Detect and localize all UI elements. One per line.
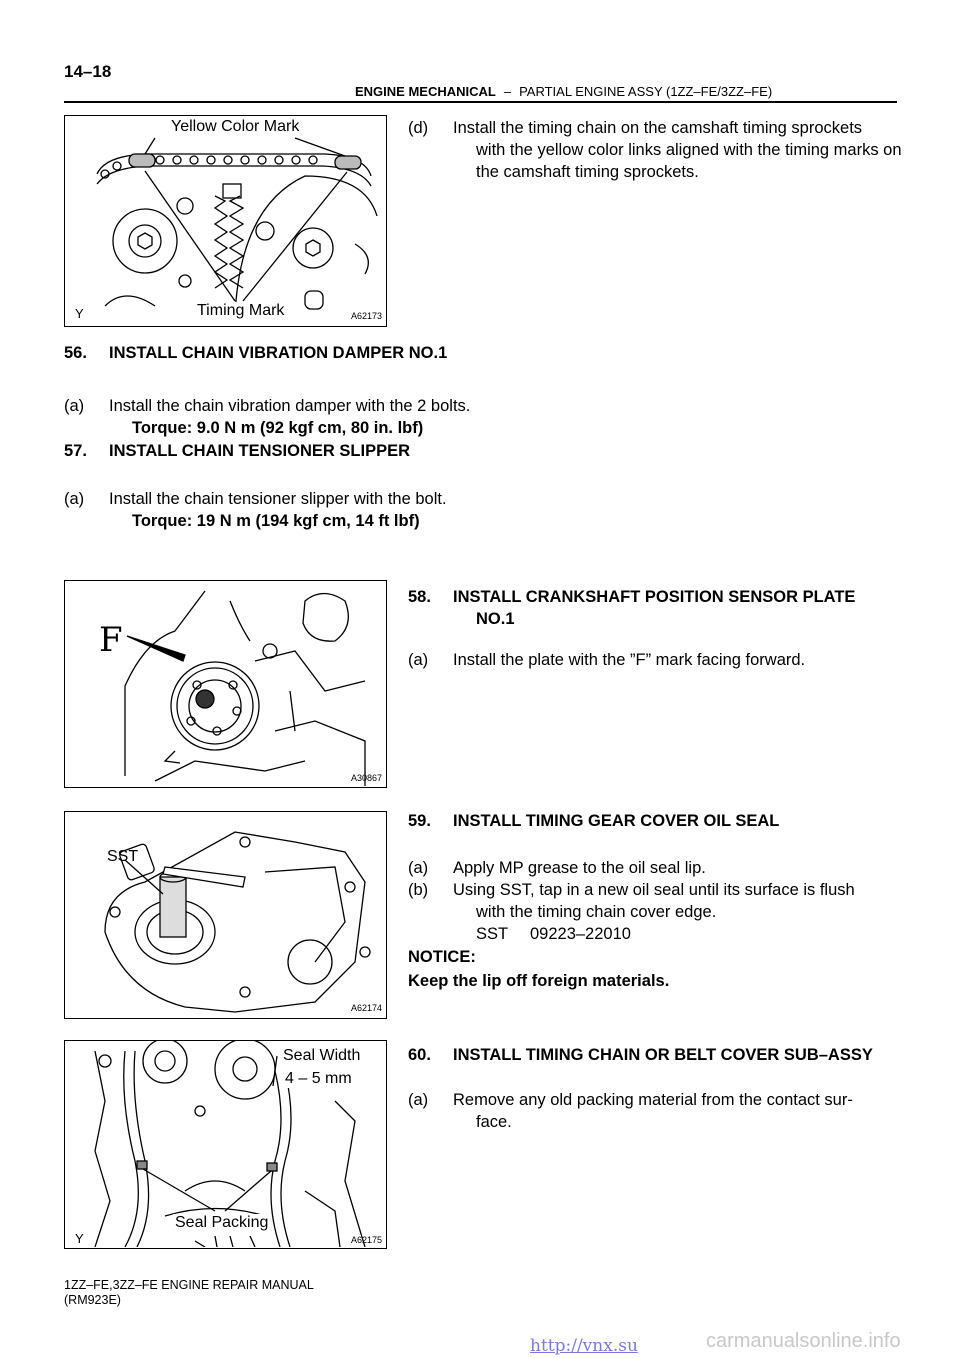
step-56-a-label: (a) xyxy=(64,397,85,415)
step-57-title: INSTALL CHAIN TENSIONER SLIPPER xyxy=(109,442,410,460)
step-d-label: (d) xyxy=(408,119,429,137)
step-59-number: 59. xyxy=(408,812,431,830)
timing-chain-drawing xyxy=(96,137,378,317)
header-rule xyxy=(64,101,897,103)
step-59-b-label: (b) xyxy=(408,881,429,899)
step-d-line3: the camshaft timing sprockets. xyxy=(476,163,699,181)
step-59-sst-number: 09223–22010 xyxy=(530,925,631,943)
page-number: 14–18 xyxy=(64,62,112,81)
figure-sensor-plate: F A30867 xyxy=(64,580,387,788)
step-57-number: 57. xyxy=(64,442,87,460)
step-58-a-text: Install the plate with the ”F” mark faci… xyxy=(453,651,806,669)
f-mark-text: F xyxy=(99,620,123,660)
notice-text: Keep the lip off foreign materials. xyxy=(408,972,670,990)
step-56-title: INSTALL CHAIN VIBRATION DAMPER NO.1 xyxy=(109,344,448,362)
step-57-a-text: Install the chain tensioner slipper with… xyxy=(109,490,447,508)
header-section: ENGINE MECHANICAL xyxy=(355,84,496,99)
seal-packing-drawing xyxy=(94,1041,366,1247)
step-60-number: 60. xyxy=(408,1046,431,1064)
step-60-title: INSTALL TIMING CHAIN OR BELT COVER SUB–A… xyxy=(453,1046,873,1064)
figure-id: A62175 xyxy=(351,1235,383,1245)
figure-oil-seal: SST A62174 xyxy=(64,811,387,1019)
footer-manual-code: (RM923E) xyxy=(64,1293,121,1307)
header-separator: – xyxy=(503,84,512,99)
header-subsection: PARTIAL ENGINE ASSY (1ZZ–FE/3ZZ–FE) xyxy=(519,84,773,99)
step-60-a-line2: face. xyxy=(476,1113,512,1131)
figure-corner-mark: Y xyxy=(75,1231,84,1246)
figure-id: A62173 xyxy=(351,311,383,321)
footer-manual-title: 1ZZ–FE,3ZZ–FE ENGINE REPAIR MANUAL xyxy=(64,1278,314,1292)
step-58-number: 58. xyxy=(408,588,431,606)
step-d-line2: with the yellow color links aligned with… xyxy=(476,141,902,159)
step-59-b-line1: Using SST, tap in a new oil seal until i… xyxy=(453,881,855,899)
notice-label: NOTICE: xyxy=(408,948,476,966)
step-57-a-label: (a) xyxy=(64,490,85,508)
step-59-sst-label: SST xyxy=(476,925,509,943)
step-58-a-label: (a) xyxy=(408,651,429,669)
watermark-url-link[interactable]: http://vnx.su xyxy=(530,1336,638,1356)
watermark-site: carmanualsonline.info xyxy=(706,1330,901,1352)
step-56-a-text: Install the chain vibration damper with … xyxy=(109,397,471,415)
step-56-torque: Torque: 9.0 N m (92 kgf cm, 80 in. lbf) xyxy=(132,419,424,437)
caption-timing-mark: Timing Mark xyxy=(195,302,287,320)
footer: 1ZZ–FE,3ZZ–FE ENGINE REPAIR MANUAL (RM92… xyxy=(64,1278,314,1308)
figure-id: A62174 xyxy=(351,1003,383,1013)
figure-corner-mark: Y xyxy=(75,306,84,321)
running-header: ENGINE MECHANICAL–PARTIAL ENGINE ASSY (1… xyxy=(355,84,772,99)
step-59-b-line2: with the timing chain cover edge. xyxy=(476,903,717,921)
step-d-line1: Install the timing chain on the camshaft… xyxy=(453,119,863,137)
label-seal-width: Seal Width xyxy=(281,1047,363,1065)
figure-timing-chain: Yellow Color Mark Timing Mark Y A62173 xyxy=(64,115,387,327)
label-sst: SST xyxy=(107,848,139,865)
figure-seal-packing: Seal Width 4 – 5 mm Seal Packing Y A6217… xyxy=(64,1040,387,1249)
step-59-a-text: Apply MP grease to the oil seal lip. xyxy=(453,859,706,877)
oil-seal-drawing xyxy=(104,831,371,1013)
step-60-a-label: (a) xyxy=(408,1091,429,1109)
figure-id: A30867 xyxy=(351,773,383,783)
step-59-a-label: (a) xyxy=(408,859,429,877)
step-58-title-line1: INSTALL CRANKSHAFT POSITION SENSOR PLATE xyxy=(453,588,856,606)
sensor-plate-drawing: F xyxy=(99,590,366,786)
label-seal-packing: Seal Packing xyxy=(173,1214,271,1232)
step-58-title-line2: NO.1 xyxy=(476,610,515,628)
step-59-title: INSTALL TIMING GEAR COVER OIL SEAL xyxy=(453,812,780,830)
label-seal-width-value: 4 – 5 mm xyxy=(283,1070,354,1088)
step-60-a-line1: Remove any old packing material from the… xyxy=(453,1091,853,1109)
caption-yellow-color-mark: Yellow Color Mark xyxy=(169,118,302,136)
step-57-torque: Torque: 19 N m (194 kgf cm, 14 ft lbf) xyxy=(132,512,420,530)
step-56-number: 56. xyxy=(64,344,87,362)
